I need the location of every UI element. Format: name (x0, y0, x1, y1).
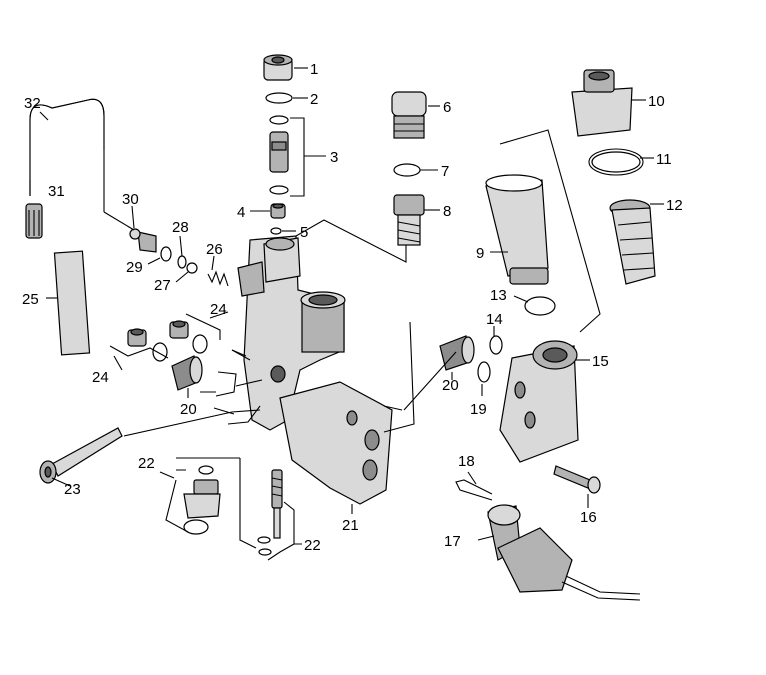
part-23-long-bolt (39, 427, 123, 484)
part-22-valve-stem-right (257, 469, 283, 556)
label-10: 10 (648, 93, 665, 110)
part-5-small-o-ring (270, 227, 282, 235)
label-29: 29 (126, 259, 143, 276)
label-13: 13 (490, 287, 507, 304)
label-26: 26 (206, 241, 223, 258)
part-12-inlet-filter (609, 199, 656, 285)
label-23: 23 (64, 481, 81, 498)
part-29-o-ring (160, 246, 172, 262)
part-30-fitting (129, 228, 157, 253)
part-3-valve-insert (269, 115, 289, 195)
label-1: 1 (310, 61, 318, 78)
part-8-pressure-valve (393, 194, 425, 246)
label-15: 15 (592, 353, 609, 370)
part-24-valve-lower (127, 328, 168, 362)
label-2: 2 (310, 91, 318, 108)
label-3: 3 (330, 149, 338, 166)
label-30: 30 (122, 191, 139, 208)
part-1-valve-cap (263, 54, 293, 81)
label-28: 28 (172, 219, 189, 236)
label-27: 27 (154, 277, 171, 294)
part-15-outlet-body (499, 340, 579, 463)
label-22-right: 22 (304, 537, 321, 554)
part-7-o-ring (393, 163, 421, 177)
part-labels: 1 2 3 4 5 6 7 8 9 10 11 12 13 14 15 16 1… (22, 61, 683, 554)
label-19: 19 (470, 401, 487, 418)
label-17: 17 (444, 533, 461, 550)
part-9-filter-housing (485, 174, 549, 285)
label-4: 4 (237, 204, 245, 221)
part-27-ball (186, 262, 198, 274)
part-22-plug-left (183, 465, 221, 535)
part-24-valve-upper (169, 320, 208, 354)
part-20-check-valve-left (171, 355, 203, 391)
label-16: 16 (580, 509, 597, 526)
part-21-pump-manifold (237, 235, 393, 505)
label-21: 21 (342, 517, 359, 534)
part-11-flat-seal (591, 151, 641, 173)
label-25: 25 (22, 291, 39, 308)
label-9: 9 (476, 245, 484, 262)
label-18: 18 (458, 453, 475, 470)
label-24-lower: 24 (92, 369, 109, 386)
part-18-retaining-clip (455, 479, 493, 501)
part-6-plug (391, 91, 427, 139)
part-31-suction-filter (25, 203, 43, 239)
label-20-left: 20 (180, 401, 197, 418)
label-24-upper: 24 (210, 301, 227, 318)
part-14-o-ring (489, 335, 503, 355)
part-10-coupling-nut (571, 69, 633, 137)
part-26-spring (207, 270, 229, 287)
part-25-flat-strip (53, 250, 91, 356)
label-7: 7 (441, 163, 449, 180)
label-5: 5 (300, 224, 308, 241)
label-12: 12 (666, 197, 683, 214)
label-6: 6 (443, 99, 451, 116)
part-19-o-ring (477, 361, 491, 383)
label-32: 32 (24, 95, 41, 112)
part-4-small-valve (270, 203, 286, 219)
part-13-washer (524, 296, 556, 316)
part-2-o-ring (265, 92, 293, 104)
part-28-o-ring (177, 255, 187, 269)
label-20-right: 20 (442, 377, 459, 394)
leader-lines (29, 67, 664, 561)
part-16-screw (553, 465, 601, 494)
part-17-hose-connector (487, 504, 641, 601)
label-31: 31 (48, 183, 65, 200)
label-8: 8 (443, 203, 451, 220)
label-11: 11 (656, 151, 672, 168)
label-14: 14 (486, 311, 503, 328)
label-22-left: 22 (138, 455, 155, 472)
